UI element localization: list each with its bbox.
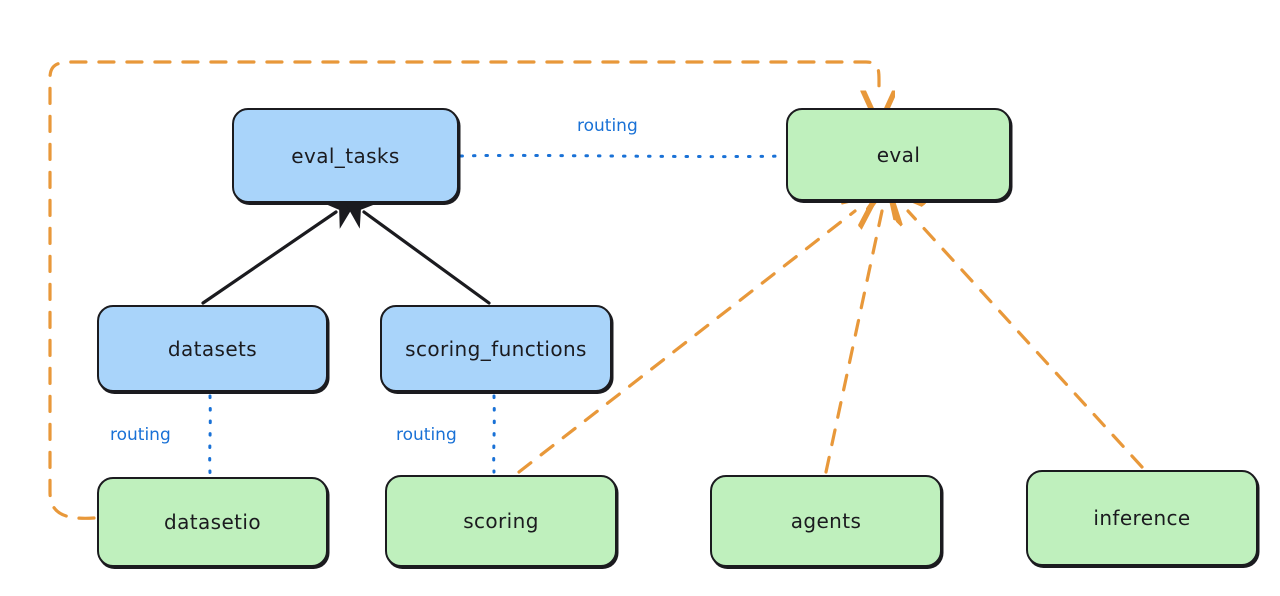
node-scoring[interactable]: scoring <box>385 475 617 567</box>
edge-agents-eval <box>824 211 882 474</box>
edge-eval_tasks-eval <box>459 153 785 159</box>
node-scoring-functions[interactable]: scoring_functions <box>380 305 612 392</box>
edge-scoring-eval <box>517 211 855 474</box>
edge-datasets-eval_tasks <box>201 195 360 305</box>
node-label: scoring_functions <box>405 336 587 361</box>
node-label: datasets <box>167 336 258 361</box>
edge-label-routing-eval: routing <box>577 116 638 136</box>
node-eval-tasks[interactable]: eval_tasks <box>232 108 459 203</box>
edge-label-routing-scoring: routing <box>396 425 457 445</box>
edge-datasets-datasetio <box>208 394 212 475</box>
edge-datasetio-eval <box>48 60 879 520</box>
node-datasets[interactable]: datasets <box>97 305 328 392</box>
node-label: agents <box>790 509 862 533</box>
node-label: inference <box>1093 506 1191 530</box>
node-agents[interactable]: agents <box>710 475 942 567</box>
edge-scoring_functions-eval_tasks <box>340 195 491 305</box>
node-inference[interactable]: inference <box>1026 470 1258 566</box>
node-label: eval_tasks <box>291 143 400 168</box>
node-eval[interactable]: eval <box>786 108 1011 201</box>
node-datasetio[interactable]: datasetio <box>97 477 328 567</box>
node-label: eval <box>876 142 921 167</box>
node-label: scoring <box>463 509 539 533</box>
edge-label-routing-datasetio: routing <box>110 425 171 445</box>
edge-inference-eval <box>908 211 1144 469</box>
node-label: datasetio <box>163 510 261 534</box>
edge-scoring_functions-scoring <box>492 394 496 474</box>
